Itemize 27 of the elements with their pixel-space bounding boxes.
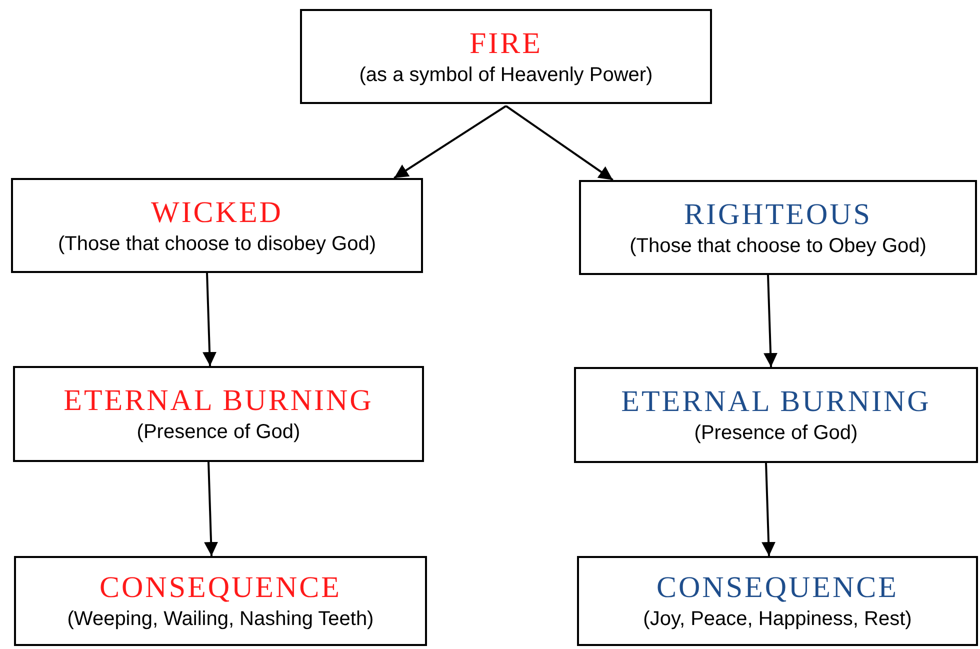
process-box [574,367,978,463]
box-subtitle: (as a symbol of Heavenly Power) [359,64,653,86]
arrow [764,274,778,368]
box-heading: RIGHTEOUS [684,198,872,230]
box-subtitle: (Those that choose to Obey God) [630,234,926,258]
process-box [579,180,977,275]
arrow [202,272,217,366]
box-heading: FIRE [469,26,542,60]
box-heading: WICKED [151,196,283,228]
box-heading: CONSEQUENCE [656,571,898,604]
arrow [394,105,507,179]
process-box [14,556,427,646]
arrow [762,462,776,556]
box-subtitle: (Presence of God) [136,421,300,444]
process-box [577,556,978,646]
box-heading: CONSEQUENCE [99,571,342,604]
box-heading: ETERNAL BURNING [64,384,374,417]
box-subtitle: (Those that choose to disobey God) [58,232,376,256]
arrow [505,105,614,181]
arrow [204,462,218,556]
box-subtitle: (Joy, Peace, Happiness, Rest) [643,608,912,631]
process-box [300,9,712,104]
process-box [13,366,424,462]
box-subtitle: (Weeping, Wailing, Nashing Teeth) [67,608,374,631]
box-subtitle: (Presence of God) [694,422,858,445]
box-heading: ETERNAL BURNING [621,385,931,418]
process-box [11,178,423,273]
